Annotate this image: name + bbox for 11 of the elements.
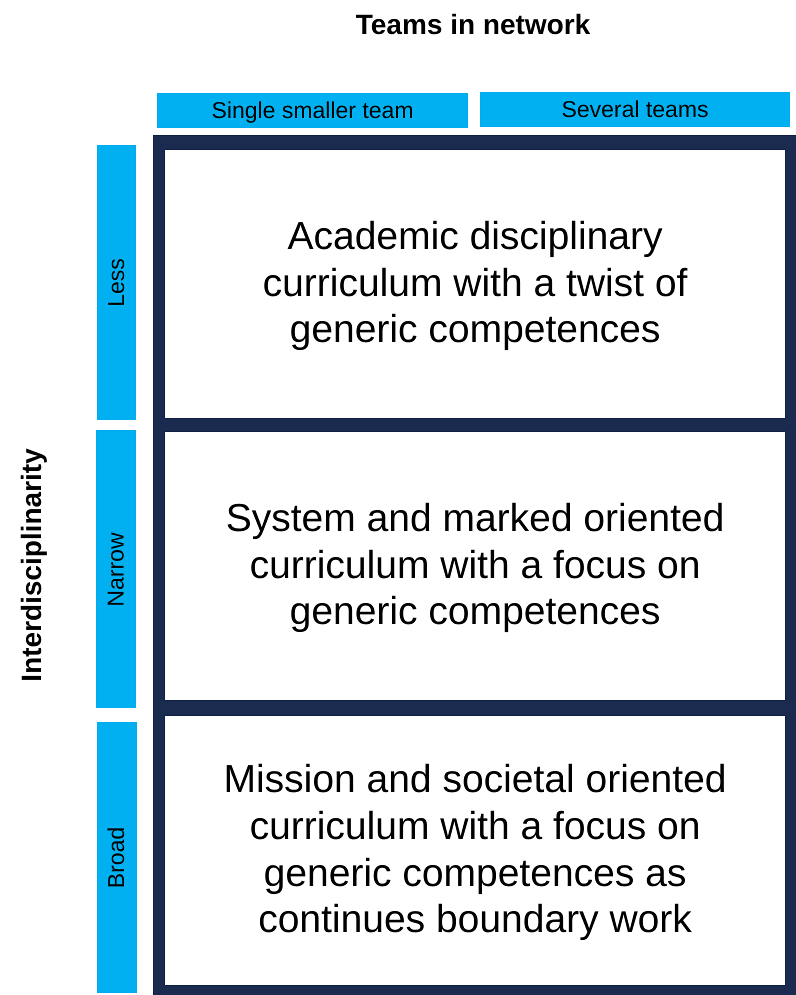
curriculum-box: System and marked oriented curriculum with a focus on generic competences — [165, 432, 785, 700]
axis-title: Interdisciplinarity — [16, 448, 48, 682]
row-header: Narrow — [96, 430, 136, 708]
matrix-frame — [153, 135, 796, 995]
column-header: Several teams — [480, 92, 790, 127]
axis-title: Teams in network — [356, 9, 590, 41]
curriculum-box: Academic disciplinary curriculum with a twist of generic competences — [165, 150, 785, 418]
row-header: Broad — [97, 722, 137, 993]
curriculum-box: Mission and societal oriented curriculum with a focus on generic competences as continues boundary work — [165, 716, 785, 985]
column-header: Single smaller team — [157, 93, 468, 128]
row-header: Less — [97, 145, 136, 420]
